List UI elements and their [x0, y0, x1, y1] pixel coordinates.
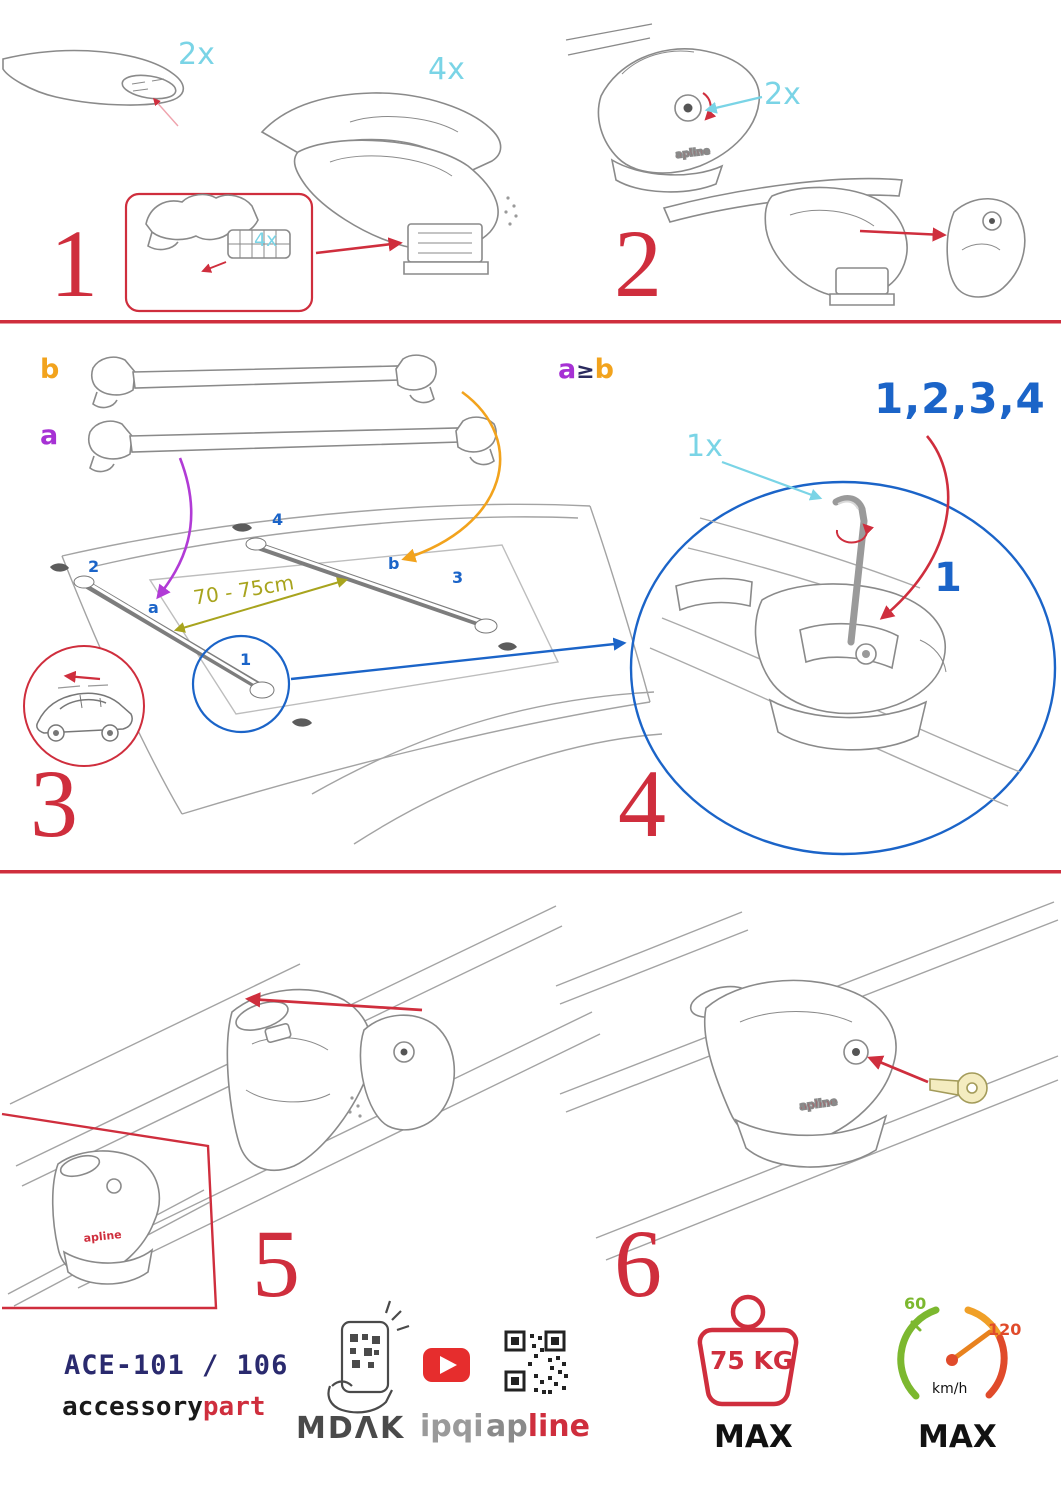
maker-logo: accessorypart — [62, 1394, 266, 1420]
step3-roof-scene — [61, 503, 663, 845]
roof-position-3: 3 — [452, 568, 464, 587]
weight-icon — [697, 1294, 799, 1407]
speed-unit-label: km/h — [932, 1381, 968, 1397]
tighten-first-label: 1 — [934, 555, 962, 601]
roof-position-b: b — [388, 554, 400, 573]
divider-top — [0, 320, 1061, 324]
foot-logo-text: apline — [799, 1095, 839, 1113]
step4-tool-qty: 1x — [686, 429, 723, 464]
phone-qr-icon — [327, 1300, 410, 1414]
product-model: ACE-101 / 106 — [64, 1350, 289, 1381]
step2-lock-qty: 2x — [764, 77, 801, 112]
step4-order-arrow — [879, 435, 950, 620]
apline-logo-red: line — [527, 1409, 590, 1444]
speed-high-tick: 120 — [988, 1320, 1022, 1339]
partner-mdak-logo: MDΛK — [296, 1411, 406, 1446]
speed-low-tick: 60 — [904, 1294, 927, 1313]
step1-insert-arrow — [315, 237, 403, 255]
max-load-label: MAX — [714, 1419, 793, 1455]
key-drawing — [929, 1072, 988, 1104]
partner-ipqi-logo: ipqi — [420, 1409, 484, 1444]
step2-cover-drawing — [662, 177, 1026, 306]
step3-distance-arrow — [173, 577, 349, 633]
speedometer-icon — [897, 1306, 1008, 1400]
qr-code-icon — [502, 1328, 570, 1396]
rule-a: a — [558, 354, 577, 385]
tighten-order-label: 1,2,3,4 — [874, 374, 1046, 423]
step3-to-step4-arrow — [290, 637, 627, 681]
step1-pad-inset — [124, 192, 314, 313]
step6-foot-drawing: apline — [689, 979, 988, 1168]
step3-arrow-b — [401, 390, 502, 563]
step1-foot-qty: 4x — [428, 52, 465, 87]
step6-number: 6 — [614, 1210, 662, 1317]
step1-crossbar-drawing — [2, 49, 185, 127]
step3-arrow-a — [156, 457, 193, 600]
roof-position-2: 2 — [88, 557, 100, 576]
step3-car-inset — [23, 645, 145, 767]
step3-bar-a-label: a — [40, 420, 59, 451]
youtube-icon — [423, 1348, 470, 1382]
rule-op: ≥ — [576, 359, 595, 384]
step5-inset: apline — [1, 1112, 218, 1310]
roof-position-4: 4 — [272, 510, 284, 529]
step2-qty-arrow — [704, 95, 763, 114]
foot-logo-text: apline — [675, 146, 711, 161]
step1-bar-qty: 2x — [178, 37, 215, 72]
step1-foot-drawing — [260, 92, 518, 275]
foot-logo-text: apline — [83, 1228, 122, 1245]
roof-position-1: 1 — [240, 650, 252, 669]
rule-b: b — [594, 354, 614, 385]
step5-foot-drawing — [226, 988, 456, 1171]
step2-lock-foot-drawing: apline — [565, 23, 761, 193]
step5-number: 5 — [252, 1210, 300, 1317]
step4-closeup-drawing — [629, 480, 1057, 856]
step2-number: 2 — [614, 210, 662, 317]
apline-logo: apline — [486, 1412, 590, 1442]
max-speed-label: MAX — [918, 1419, 997, 1455]
step3-roof-crossbars — [50, 523, 517, 734]
step3-bar-b-drawing — [90, 354, 437, 409]
step1-number: 1 — [50, 210, 98, 317]
roof-position-a: a — [148, 598, 159, 617]
maker-logo-red: part — [202, 1392, 266, 1422]
rule-a-ge-b: a≥b — [558, 356, 614, 383]
step3-number: 3 — [30, 750, 78, 857]
step3-bar-b-label: b — [40, 354, 60, 385]
maker-logo-black: accessory — [62, 1392, 203, 1422]
max-load-value: 75 KG — [710, 1346, 794, 1375]
step1-pad-qty: 4x — [254, 229, 278, 251]
step4-qty-arrow — [721, 460, 823, 501]
divider-bottom — [0, 870, 1061, 874]
apline-logo-gray: ap — [486, 1409, 528, 1444]
step3-bar-a-drawing — [87, 416, 497, 473]
step4-number: 4 — [618, 750, 666, 857]
